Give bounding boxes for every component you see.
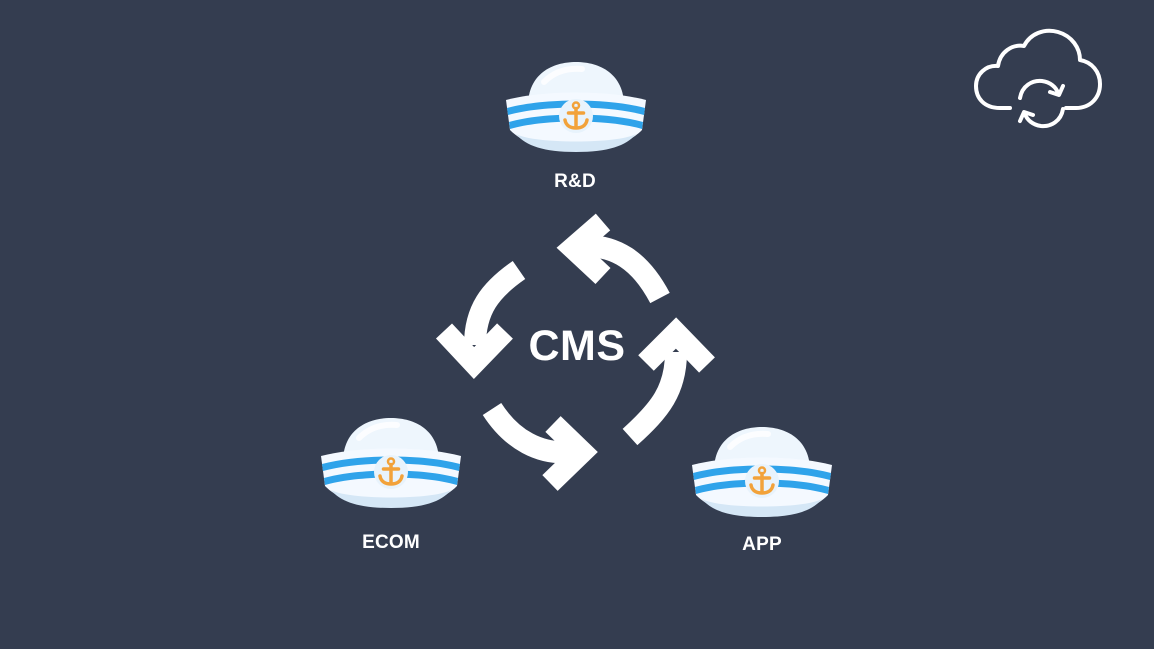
node-label-rnd: R&D xyxy=(554,171,596,192)
sailor-hat-icon xyxy=(504,60,648,156)
sailor-hat-icon xyxy=(319,416,463,512)
arrow-bottom xyxy=(482,402,574,464)
arrow-top xyxy=(582,234,670,304)
sailor-hat-icon xyxy=(690,425,834,521)
arrow-top-head xyxy=(556,213,611,285)
node-label-app: APP xyxy=(742,534,782,555)
arrow-left xyxy=(464,260,526,346)
cloud-sync-icon xyxy=(974,28,1102,129)
node-label-ecom: ECOM xyxy=(362,532,420,553)
arrow-right xyxy=(622,351,687,446)
center-label: CMS xyxy=(528,322,626,370)
arrow-right-head xyxy=(638,317,715,373)
arrow-bottom-head xyxy=(542,416,598,491)
arrow-left-head xyxy=(435,323,513,379)
